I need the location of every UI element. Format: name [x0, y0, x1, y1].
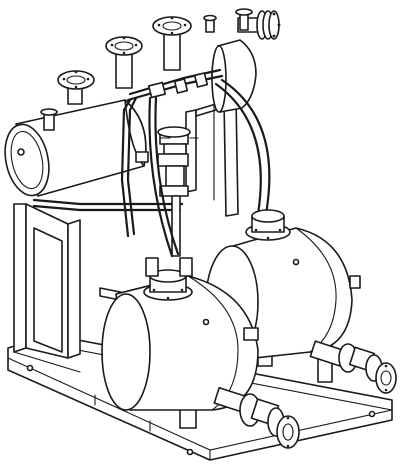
pump-tank-front [101, 257, 259, 429]
discharge-valve-rear [309, 340, 397, 394]
steam-header [120, 68, 224, 257]
motive-pipe [148, 78, 271, 258]
receiver-tank [4, 99, 184, 373]
inlet-flanges [57, 16, 192, 105]
discharge-valve-front [213, 386, 300, 449]
